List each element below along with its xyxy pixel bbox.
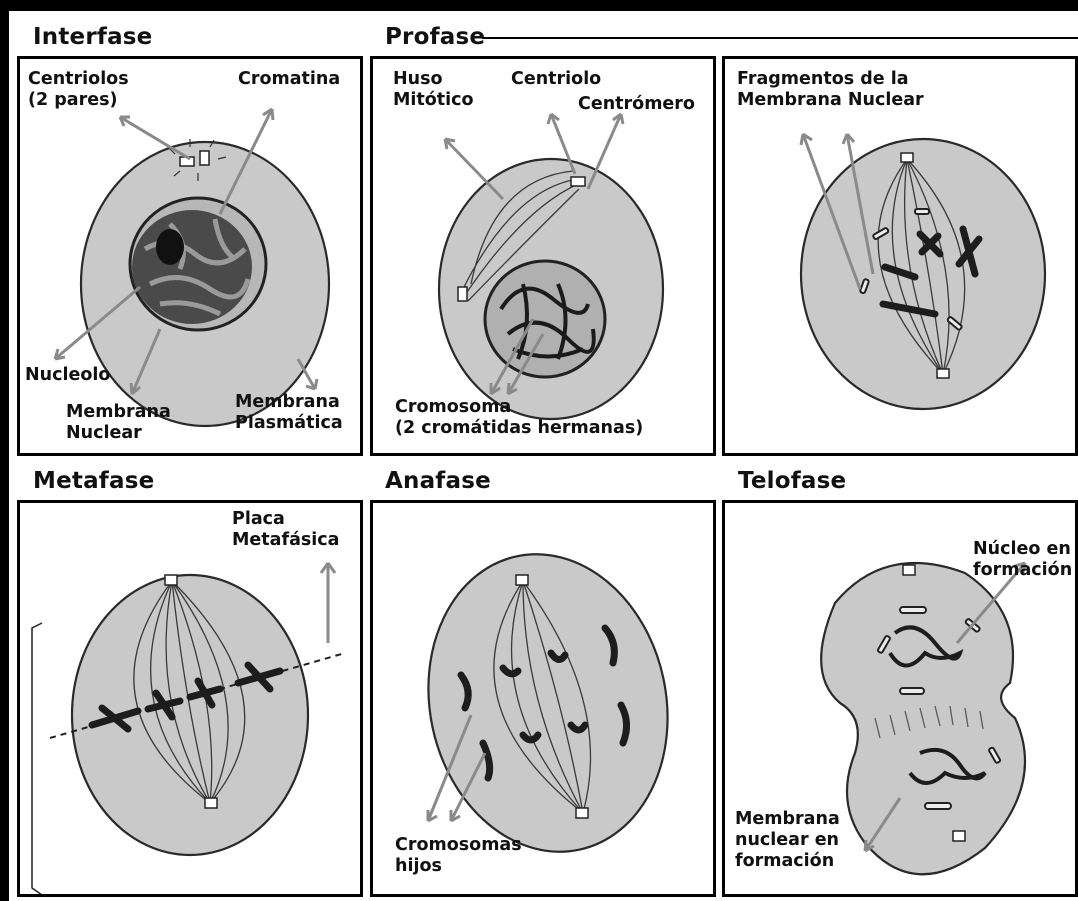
profase-nucleus — [485, 261, 605, 377]
label-membrana-nuclear: Membrana Nuclear — [66, 402, 171, 444]
prometafase-panel: Fragmentos de la Membrana Nuclear — [722, 56, 1078, 456]
metafase-panel: Placa Metafásica — [17, 500, 363, 897]
label-cromosomas-hijos: Cromosomas hijos — [395, 835, 522, 877]
telofase-panel: Núcleo en formación Membrana nuclear en … — [722, 500, 1078, 897]
profase-panel: Huso Mitótico Centriolo Centrómero Cromo… — [370, 56, 716, 456]
late-profase-cell — [801, 139, 1045, 409]
label-nucleolo: Nucleolo — [25, 365, 110, 386]
label-membrana-plasmatica: Membrana Plasmática — [235, 392, 343, 434]
metafase-illustration — [20, 503, 363, 897]
label-cromatina: Cromatina — [238, 69, 340, 90]
anafase-cell — [401, 532, 694, 875]
interfase-heading: Interfase — [33, 26, 152, 49]
profase-heading-rule — [482, 37, 1078, 39]
late-profase-illustration — [725, 59, 1078, 456]
label-membrana-nuclear-formacion: Membrana nuclear en formación — [735, 809, 840, 872]
label-centromero: Centrómero — [578, 94, 695, 115]
profase-heading: Profase — [385, 26, 485, 49]
label-centriolos: Centriolos (2 pares) — [28, 69, 129, 111]
metafase-arrows — [321, 563, 335, 643]
anafase-panel: Cromosomas hijos — [370, 500, 716, 897]
label-huso-mitotico: Huso Mitótico — [393, 69, 474, 111]
telofase-heading: Telofase — [738, 470, 846, 493]
label-nucleo-en-formacion: Núcleo en formación — [973, 539, 1072, 581]
metafase-heading: Metafase — [33, 470, 154, 493]
anafase-heading: Anafase — [385, 470, 491, 493]
nucleolus — [156, 229, 184, 265]
label-cromosoma: Cromosoma (2 cromátidas hermanas) — [395, 397, 643, 439]
bracket — [32, 623, 42, 895]
label-centriolo: Centriolo — [511, 69, 601, 90]
label-fragmentos: Fragmentos de la Membrana Nuclear — [737, 69, 924, 111]
interfase-panel: Centriolos (2 pares) Cromatina Nucleolo … — [17, 56, 363, 456]
top-border — [0, 0, 1078, 11]
label-placa-metafasica: Placa Metafásica — [232, 509, 339, 551]
left-border — [0, 0, 9, 901]
